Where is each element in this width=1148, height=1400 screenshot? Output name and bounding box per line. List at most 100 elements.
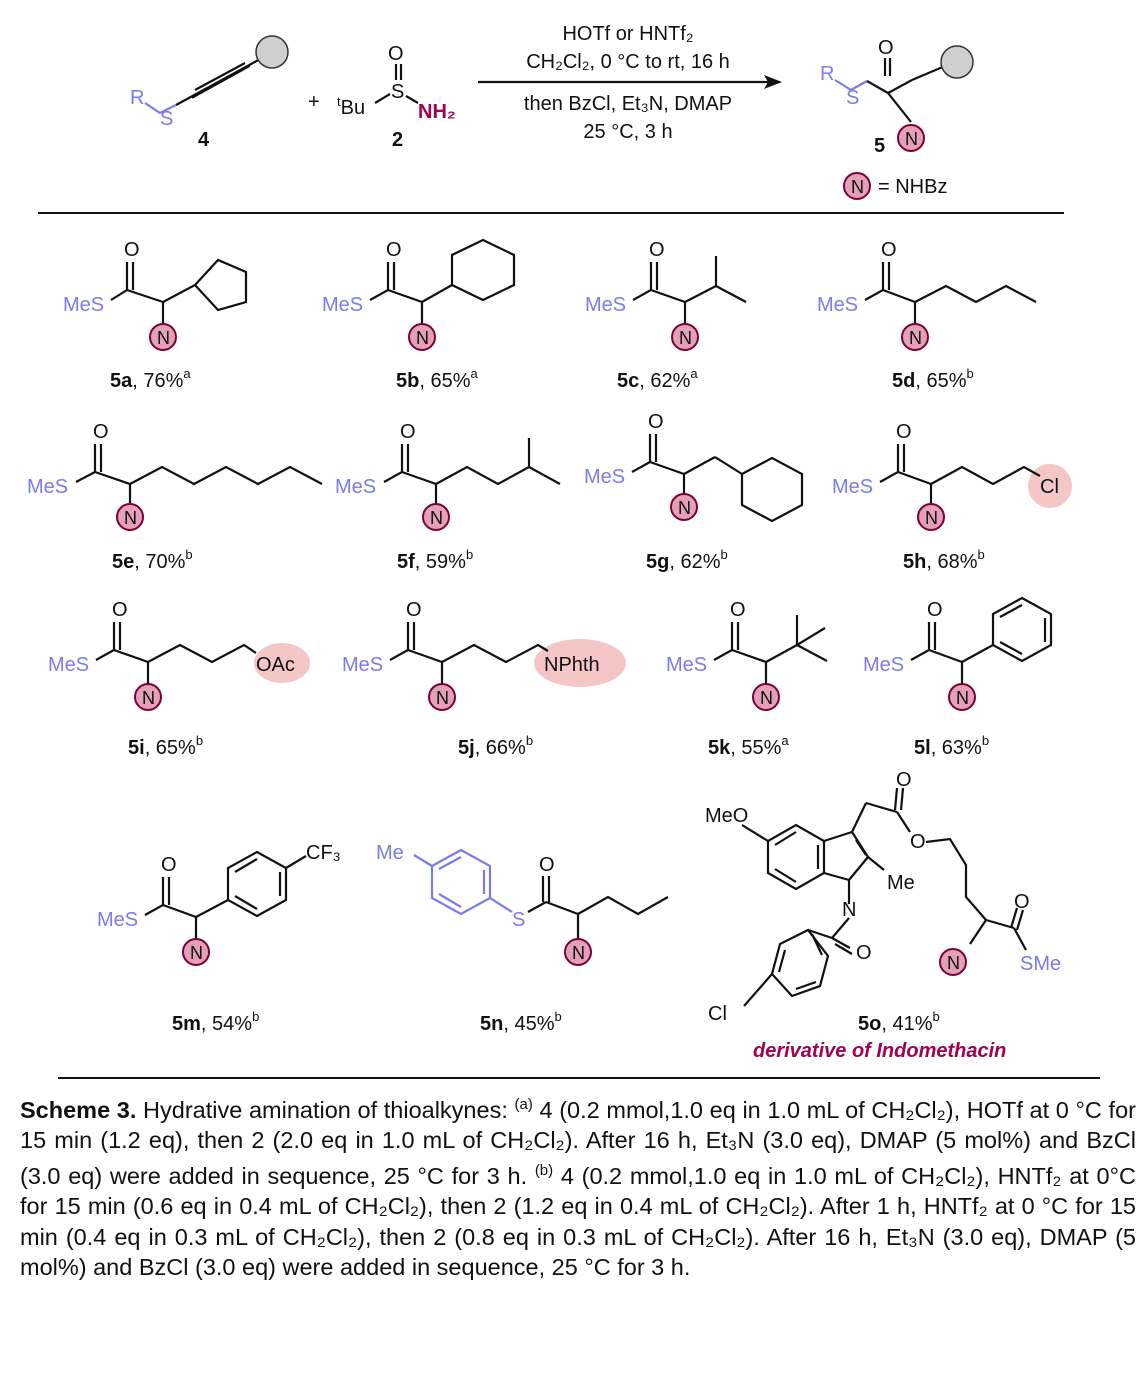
svg-text:N: N: [909, 328, 922, 348]
caption-note-a: (a): [514, 1096, 533, 1113]
prod-number: 5: [874, 135, 885, 157]
product-5o: MeO Me O O N O O SMe Cl N: [705, 769, 1061, 1025]
product-5m: O MeS CF₃ N: [97, 842, 341, 966]
condition-benzoylation: then BzCl, Et₃N, DMAP: [524, 93, 732, 115]
reaction-arrow: [478, 75, 782, 89]
label-5m: 5m, 54%b: [172, 1009, 259, 1035]
svg-text:N: N: [679, 328, 692, 348]
label-5o: 5o, 41%b: [858, 1009, 940, 1035]
svg-text:N: N: [947, 953, 960, 973]
sm2-nh2-label: NH₂: [418, 101, 456, 123]
product-5b: O MeS N: [322, 238, 516, 351]
condition-temp: 25 °C, 3 h: [583, 121, 672, 143]
legend-n-badge: N: [851, 177, 864, 197]
sm4-s-label: S: [160, 108, 173, 130]
caption-label: Scheme 3.: [20, 1096, 137, 1123]
svg-text:N: N: [416, 328, 429, 348]
yield-labels: 5a, 76%a 5b, 65%a 5c, 62%a 5d, 65%b 5e, …: [110, 366, 1006, 1062]
svg-text:CF₃: CF₃: [306, 842, 341, 864]
product-5e: O MeS N: [27, 421, 323, 531]
svg-text:NPhth: NPhth: [544, 654, 600, 676]
reaction-scheme: R S 4 + O S tBu NH₂ 2 HOTf or HNTf₂ CH₂C…: [27, 23, 1100, 1079]
svg-text:N: N: [430, 508, 443, 528]
label-5g: 5g, 62%b: [646, 547, 728, 573]
label-5f: 5f, 59%b: [397, 547, 473, 573]
svg-text:O: O: [896, 421, 912, 443]
sm2-sulfur: S: [391, 81, 404, 103]
svg-text:MeS: MeS: [832, 476, 873, 498]
svg-text:N: N: [925, 508, 938, 528]
svg-text:Me: Me: [887, 872, 915, 894]
sm2-number: 2: [392, 129, 403, 151]
svg-text:MeS: MeS: [342, 654, 383, 676]
sm4-r-label: R: [130, 87, 144, 109]
plus-sign: +: [308, 91, 320, 113]
label-5i: 5i, 65%b: [128, 733, 203, 759]
svg-text:N: N: [572, 943, 585, 963]
svg-text:MeO: MeO: [705, 805, 748, 827]
product-5d: O MeS N: [817, 239, 1037, 351]
svg-text:N: N: [842, 899, 856, 921]
svg-text:MeS: MeS: [63, 294, 104, 316]
sm4-number: 4: [198, 129, 210, 151]
svg-text:N: N: [678, 498, 691, 518]
product-5h: O MeS Cl N: [832, 421, 1072, 531]
svg-text:S: S: [512, 909, 525, 931]
prod-oxygen: O: [878, 37, 894, 59]
svg-text:N: N: [142, 688, 155, 708]
condition-solvent: CH₂Cl₂, 0 °C to rt, 16 h: [526, 51, 730, 73]
label-5h: 5h, 68%b: [903, 547, 985, 573]
svg-text:MeS: MeS: [48, 654, 89, 676]
svg-text:O: O: [1014, 891, 1030, 913]
product-5a: O MeS N: [63, 239, 248, 351]
svg-text:Cl: Cl: [708, 1003, 727, 1025]
svg-text:N: N: [190, 943, 203, 963]
label-5a: 5a, 76%a: [110, 366, 191, 392]
svg-text:O: O: [927, 599, 943, 621]
product-5j: O MeS NPhth N: [342, 599, 626, 711]
svg-text:MeS: MeS: [322, 294, 363, 316]
svg-text:Me: Me: [376, 842, 404, 864]
prod-n-badge-text: N: [905, 129, 918, 149]
caption-note-b: (b): [534, 1161, 554, 1179]
svg-text:O: O: [881, 239, 897, 261]
starting-material-2: [374, 64, 419, 104]
condition-acid: HOTf or HNTf₂: [562, 23, 693, 45]
svg-text:O: O: [386, 239, 402, 261]
sm2-tbu-label: tBu: [337, 94, 365, 119]
label-5l: 5l, 63%b: [914, 733, 989, 759]
svg-text:MeS: MeS: [335, 476, 376, 498]
svg-text:MeS: MeS: [817, 294, 858, 316]
scheme-caption: Scheme 3. Hydrative amination of thioalk…: [20, 1090, 1136, 1283]
svg-text:MeS: MeS: [97, 909, 138, 931]
product-5g: O MeS N: [584, 411, 804, 523]
svg-text:O: O: [649, 239, 665, 261]
svg-text:N: N: [436, 688, 449, 708]
svg-text:Cl: Cl: [1040, 476, 1059, 498]
svg-text:MeS: MeS: [584, 466, 625, 488]
product-5-structure: [834, 45, 974, 123]
prod-s-label: S: [846, 87, 859, 109]
svg-text:O: O: [406, 599, 422, 621]
caption-text-b: 4 (0.2 mmol,1.0 eq in 1.0 mL of CH₂Cl₂),…: [20, 1162, 1136, 1281]
product-5n: Me S O N: [376, 842, 669, 966]
label-5c: 5c, 62%a: [617, 366, 698, 392]
caption-text-a: 4 (0.2 mmol,1.0 eq in 1.0 mL of CH₂Cl₂),…: [20, 1096, 1136, 1189]
svg-text:MeS: MeS: [666, 654, 707, 676]
starting-material-4: [144, 35, 289, 115]
svg-text:SMe: SMe: [1020, 953, 1061, 975]
svg-text:O: O: [161, 854, 177, 876]
label-5d: 5d, 65%b: [892, 366, 974, 392]
sm2-oxygen: O: [388, 43, 404, 65]
svg-text:MeS: MeS: [27, 476, 68, 498]
svg-text:N: N: [157, 328, 170, 348]
product-5f: O MeS N: [335, 421, 561, 531]
svg-text:OAc: OAc: [256, 654, 295, 676]
caption-title: Hydrative amination of thioalkynes:: [136, 1096, 515, 1123]
label-5n: 5n, 45%b: [480, 1009, 562, 1035]
product-5k: O MeS N: [666, 599, 828, 711]
svg-text:MeS: MeS: [585, 294, 626, 316]
svg-text:O: O: [856, 942, 872, 964]
svg-text:O: O: [93, 421, 109, 443]
svg-text:O: O: [730, 599, 746, 621]
